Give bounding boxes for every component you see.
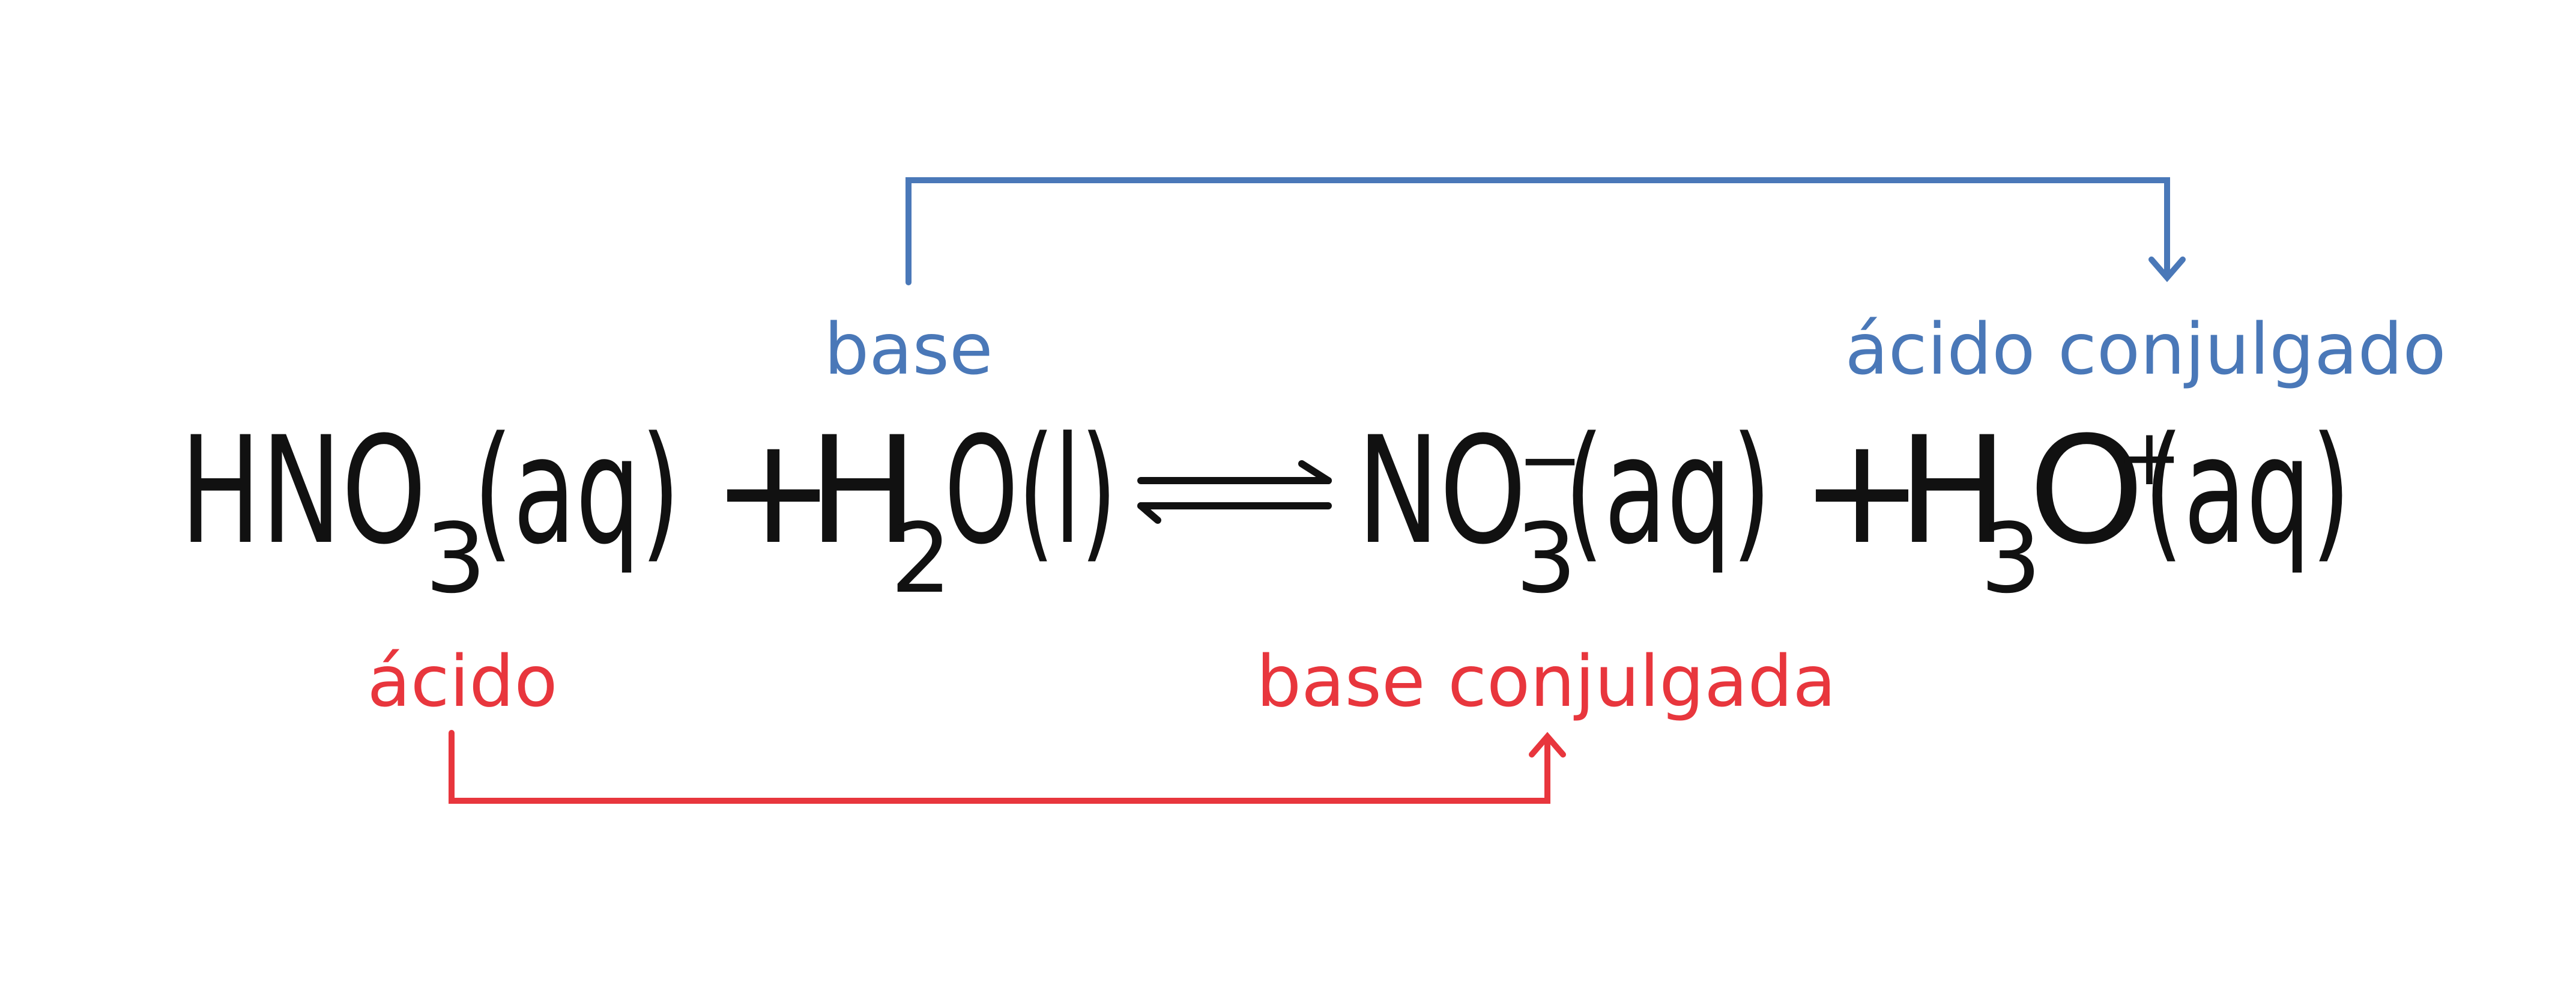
label-base: base xyxy=(824,308,993,390)
product-base-state: (aq) xyxy=(1564,405,1771,577)
label-conjugate-acid: ácido conjulgado xyxy=(1845,308,2446,390)
reactant-water-h: H xyxy=(808,405,919,577)
reactant-acid-subscript: 3 xyxy=(425,502,486,615)
reactant-acid-formula: HNO xyxy=(180,405,426,577)
blue-connector-line xyxy=(906,177,2170,285)
product-hydronium-charge: + xyxy=(2117,412,2182,503)
plus-sign-left: + xyxy=(712,405,835,577)
label-acid: ácido xyxy=(367,640,557,723)
product-hydronium-h: H xyxy=(1897,405,2009,577)
reactant-water-subscript: 2 xyxy=(890,502,952,615)
product-base-charge: − xyxy=(1517,414,1583,505)
label-conjugate-base: base conjulgada xyxy=(1256,640,1836,723)
equilibrium-harpoons-icon xyxy=(1137,460,1332,524)
reactant-water-rest: O(l) xyxy=(945,405,1117,577)
red-connector xyxy=(449,730,1566,804)
product-base-formula: NO xyxy=(1357,405,1526,577)
plus-sign-right: + xyxy=(1800,405,1924,577)
arrow-down-icon xyxy=(2148,257,2186,282)
product-hydronium-state: (aq) xyxy=(2144,405,2351,577)
chemical-equation: HNO 3 (aq) + H 2 O(l) NO 3 − (aq) + H 3 … xyxy=(180,405,2351,615)
arrow-up-icon xyxy=(1529,732,1566,758)
blue-connector xyxy=(906,177,2186,285)
product-base-subscript: 3 xyxy=(1516,502,1577,615)
red-connector-line xyxy=(449,730,1550,804)
product-hydronium-o: O xyxy=(2028,405,2145,577)
reactant-acid-state: (aq) xyxy=(473,405,680,577)
product-hydronium-subscript: 3 xyxy=(1980,502,2042,615)
